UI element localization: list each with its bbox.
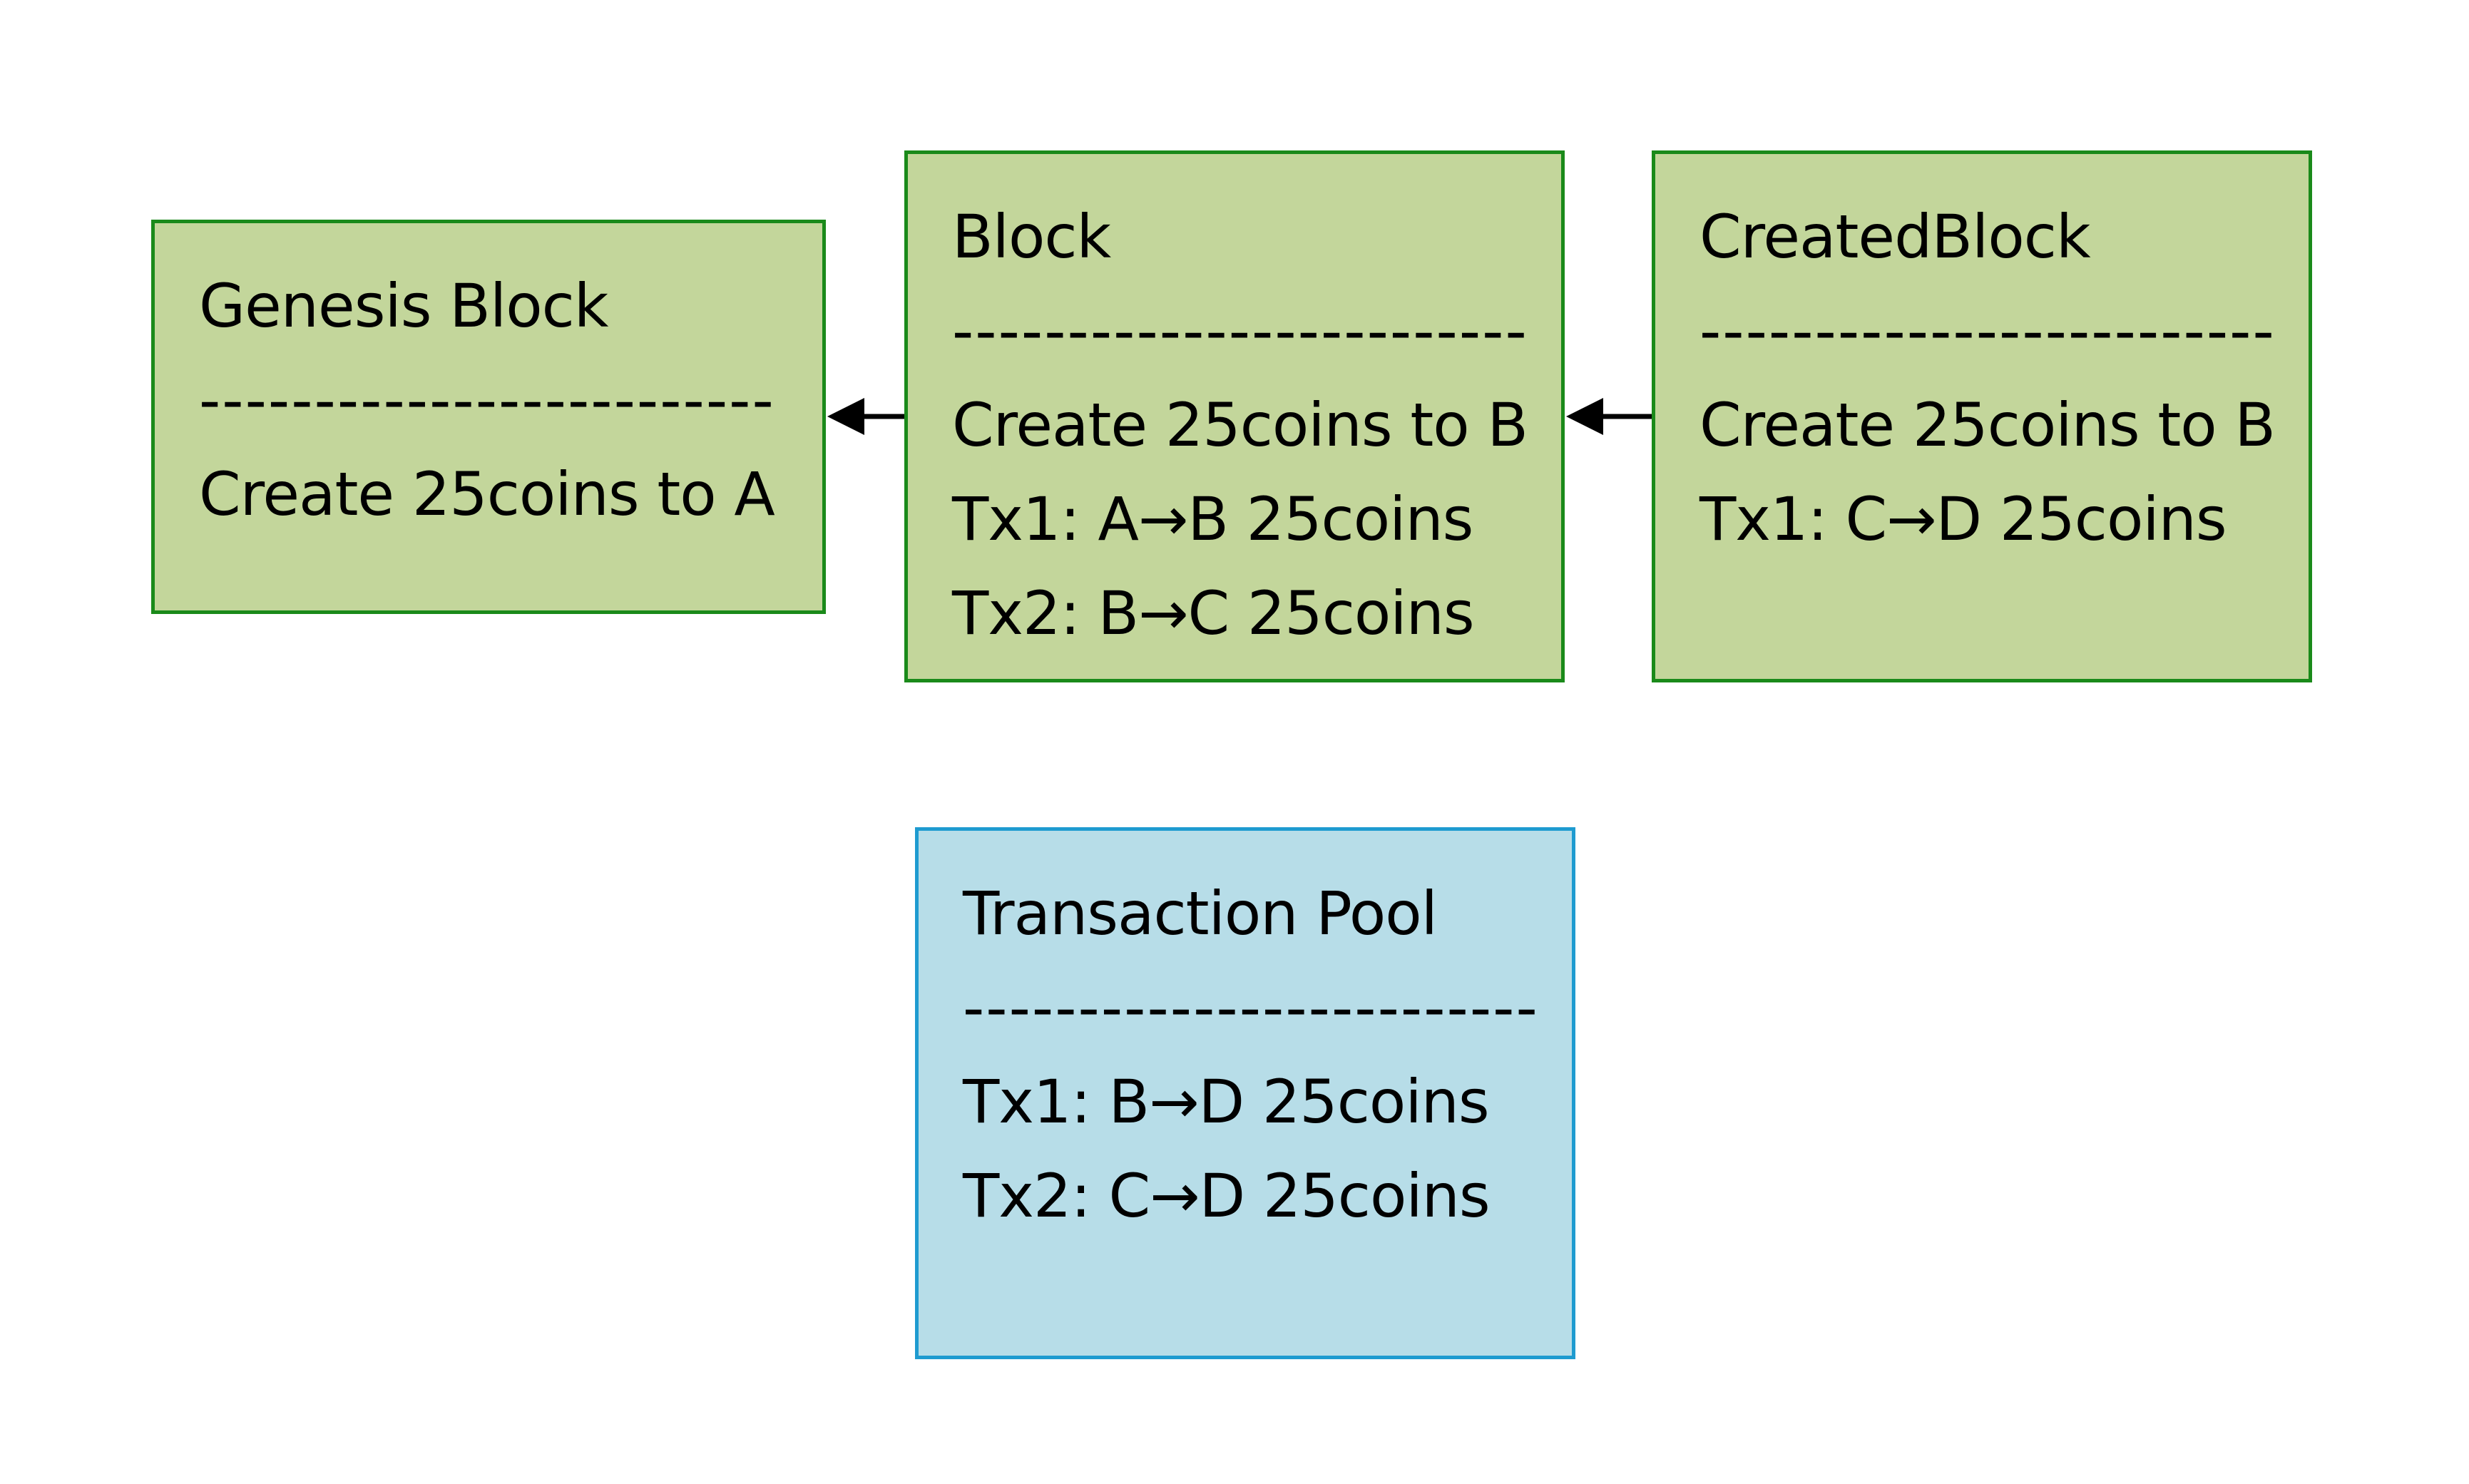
arrow-created-to-block bbox=[1566, 398, 1652, 435]
block-line: Tx1: A→B 25coins bbox=[952, 484, 1473, 554]
block-line: Create 25coins to B bbox=[1699, 390, 2276, 460]
block-separator: ------------------------- bbox=[952, 296, 1528, 366]
block-line: Create 25coins to A bbox=[199, 459, 775, 529]
arrow-block-to-genesis bbox=[827, 398, 904, 435]
block: Block ------------------------- Create 2… bbox=[904, 150, 1565, 682]
pool-line: Tx2: C→D 25coins bbox=[963, 1161, 1491, 1231]
block-title: CreatedBlock bbox=[1699, 202, 2091, 272]
block-line: Create 25coins to B bbox=[952, 390, 1528, 460]
block-line: Tx1: C→D 25coins bbox=[1699, 484, 2227, 554]
block-title: Genesis Block bbox=[199, 271, 608, 341]
transaction-pool: Transaction Pool -----------------------… bbox=[915, 827, 1575, 1359]
block-separator: ------------------------- bbox=[1699, 296, 2276, 366]
pool-title: Transaction Pool bbox=[963, 879, 1438, 948]
created-block: CreatedBlock ------------------------- C… bbox=[1652, 150, 2312, 682]
pool-separator: ------------------------- bbox=[963, 973, 1539, 1043]
pool-line: Tx1: B→D 25coins bbox=[963, 1067, 1490, 1137]
block-separator: ------------------------- bbox=[199, 365, 775, 435]
block-line: Tx2: B→C 25coins bbox=[952, 578, 1475, 648]
block-title: Block bbox=[952, 202, 1111, 272]
genesis-block: Genesis Block ------------------------- … bbox=[151, 220, 826, 614]
